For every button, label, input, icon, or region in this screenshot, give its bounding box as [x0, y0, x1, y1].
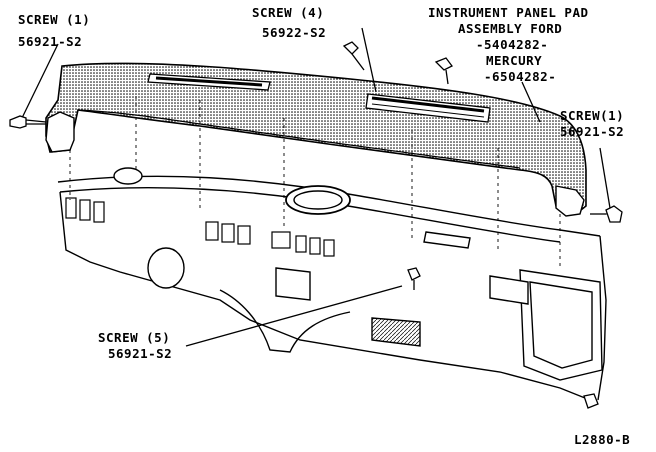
instrument-panel-frame [57, 167, 607, 401]
pad-mercury-part: -6504282- [484, 69, 557, 84]
pad-line2: ASSEMBLY FORD [458, 21, 563, 36]
screw-right-part: 56921-S2 [560, 124, 625, 139]
pad-line1: INSTRUMENT PANEL PAD [428, 5, 589, 20]
instrument-panel-pad [45, 62, 587, 217]
screw-top-left-label: SCREW (1) 56921-S2 [18, 12, 90, 49]
screw-icon [407, 267, 599, 409]
pad-ford-part: -5404282- [476, 37, 549, 52]
screw-icon [9, 115, 47, 129]
leader-lines [21, 27, 611, 347]
screw-top-mid-title: SCREW (4) [252, 5, 325, 20]
screw-bottom-label: SCREW (5) 56921-S2 [98, 330, 172, 362]
screw-right-label: SCREW(1) 56921-S2 [560, 108, 624, 140]
screw-right-title: SCREW(1) [560, 108, 625, 123]
screw-icon [590, 205, 623, 223]
alignment-lines [69, 96, 612, 270]
screw-top-left-title: SCREW (1) [18, 12, 91, 27]
screw-top-mid-part: 56922-S2 [262, 25, 327, 40]
pad-mercury: MERCURY [486, 53, 543, 68]
screw-bottom-part: 56921-S2 [108, 346, 173, 361]
screw-top-left-part: 56921-S2 [18, 34, 83, 49]
screw-icon [342, 41, 453, 85]
figure-id: L2880-B [574, 432, 631, 447]
switch-openings [65, 197, 335, 257]
pad-label: INSTRUMENT PANEL PAD ASSEMBLY FORD -5404… [428, 5, 589, 85]
screw-top-mid-label: SCREW (4) 56922-S2 [252, 5, 326, 40]
screw-bottom-title: SCREW (5) [98, 330, 171, 345]
